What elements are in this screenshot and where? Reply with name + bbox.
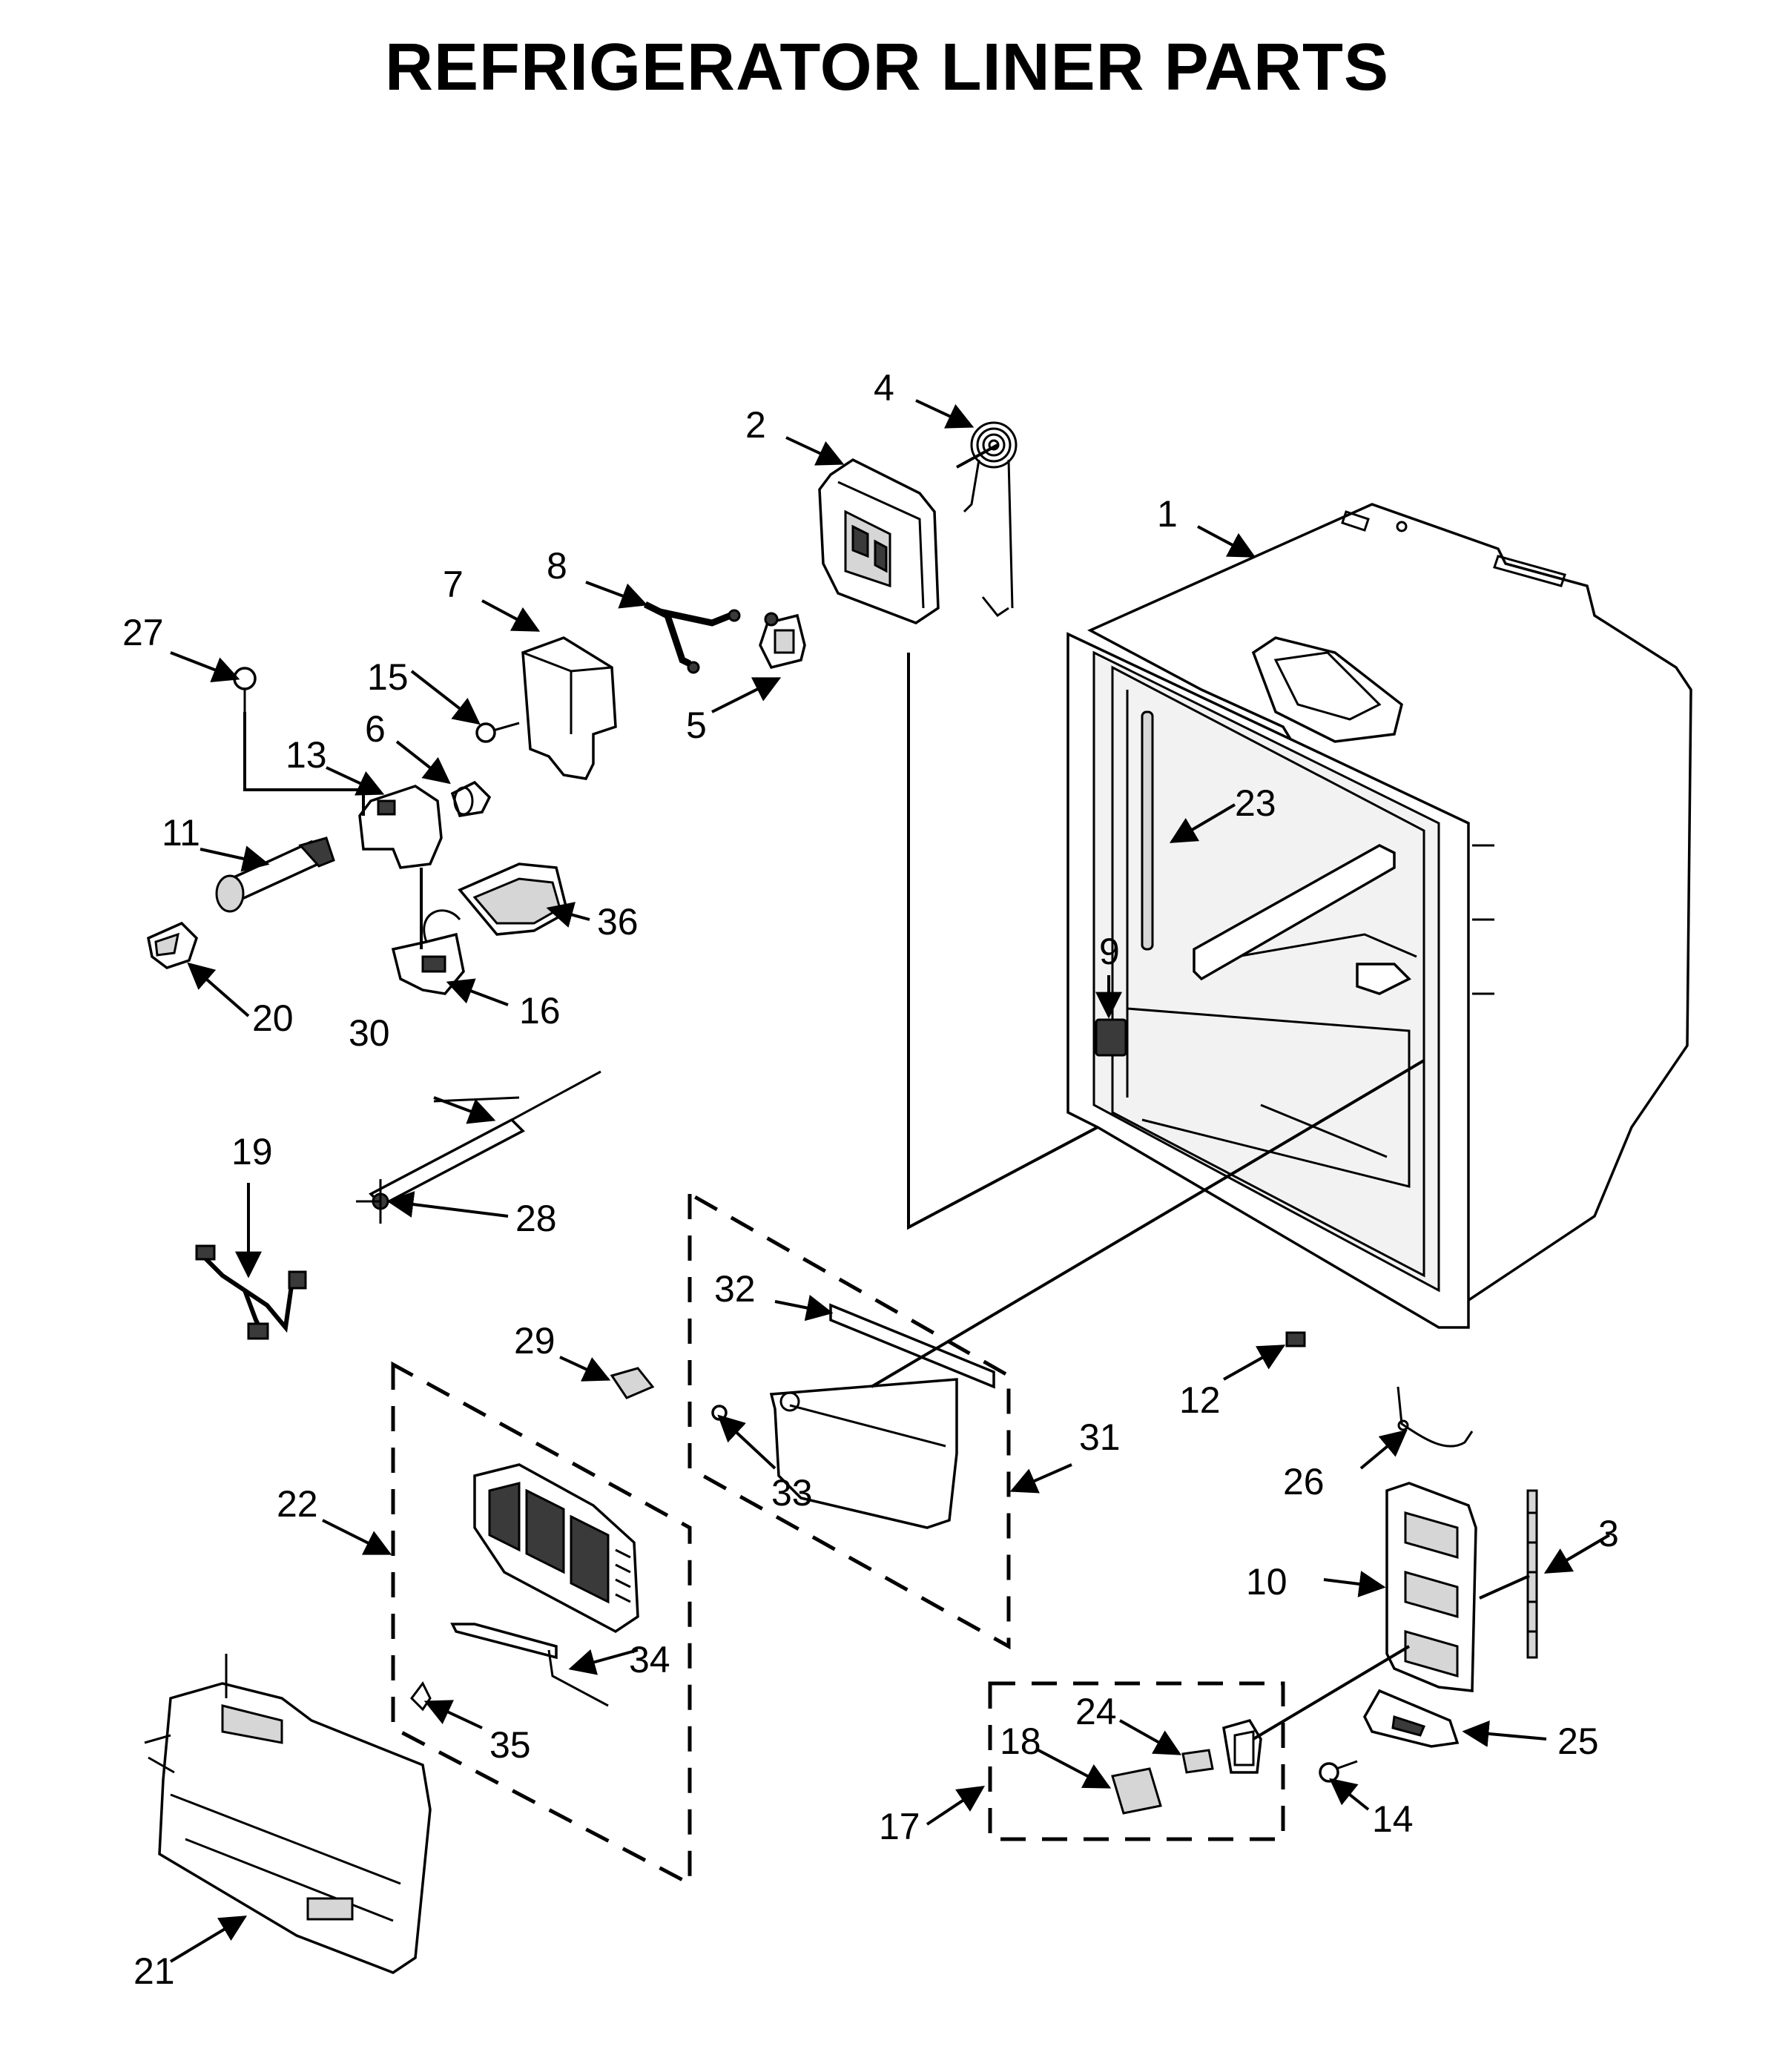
callout-10: 10 <box>1246 1561 1287 1603</box>
part-3-strip[interactable] <box>1526 1489 1538 1659</box>
part-24-pad[interactable] <box>1181 1749 1214 1774</box>
callout-7: 7 <box>443 564 464 605</box>
part-16-bracket[interactable] <box>391 909 465 995</box>
diagram-title: REFRIGERATOR LINER PARTS <box>384 30 1390 105</box>
callout-29: 29 <box>514 1320 555 1362</box>
part-32-strip[interactable] <box>829 1303 995 1389</box>
connector-lines <box>243 443 1530 1741</box>
part-29-pad[interactable] <box>610 1367 655 1399</box>
callout-28: 28 <box>515 1198 557 1239</box>
part-19-wire-harness[interactable] <box>195 1244 307 1340</box>
callout-16: 16 <box>519 990 561 1032</box>
part-15-screw[interactable] <box>475 722 520 743</box>
part-30-rod[interactable] <box>433 1096 520 1103</box>
callout-5: 5 <box>686 705 707 746</box>
part-23-rail[interactable] <box>1141 710 1154 951</box>
part-35-clip[interactable] <box>410 1681 432 1712</box>
part-27-screw[interactable] <box>233 667 257 712</box>
part-20-filter-cap[interactable] <box>147 921 199 969</box>
callout-30: 30 <box>349 1012 390 1054</box>
part-18-pad[interactable] <box>1111 1767 1162 1815</box>
part-4-thermistor[interactable] <box>963 421 1018 618</box>
callout-36: 36 <box>597 901 639 943</box>
callout-34: 34 <box>629 1639 670 1680</box>
part-11-filter[interactable] <box>215 837 335 913</box>
callout-3: 3 <box>1598 1513 1619 1554</box>
part-7-cover[interactable] <box>521 636 617 780</box>
callout-24: 24 <box>1075 1691 1117 1732</box>
part-2-control-housing[interactable] <box>818 458 940 624</box>
part-25-bracket[interactable] <box>1363 1689 1460 1748</box>
part-6-cap[interactable] <box>450 780 492 817</box>
callout-26: 26 <box>1283 1461 1325 1502</box>
callout-13: 13 <box>286 734 327 776</box>
callout-14: 14 <box>1372 1798 1414 1840</box>
part-13-filter-housing[interactable] <box>358 785 443 869</box>
callout-22: 22 <box>277 1483 318 1525</box>
part-8-wire[interactable] <box>643 601 741 674</box>
callout-12: 12 <box>1179 1379 1221 1421</box>
part-1-refrigerator-liner[interactable] <box>1066 503 1692 1329</box>
callout-11: 11 <box>162 812 200 854</box>
callout-15: 15 <box>367 656 409 698</box>
callout-21: 21 <box>133 1950 175 1992</box>
part-26-sensor-wire[interactable] <box>1397 1386 1474 1448</box>
part-34-defrost-sensor[interactable] <box>450 1623 609 1707</box>
part-14-screw[interactable] <box>1319 1760 1358 1783</box>
callout-4: 4 <box>874 367 894 409</box>
callout-9: 9 <box>1099 931 1120 972</box>
part-21-rear-cover[interactable] <box>144 1654 432 1974</box>
callout-6: 6 <box>365 708 386 750</box>
part-12-clip[interactable] <box>1285 1331 1306 1347</box>
part-10-panel[interactable] <box>1385 1482 1477 1692</box>
callout-19: 19 <box>231 1131 273 1172</box>
callout-27: 27 <box>122 612 164 653</box>
part-36-duct[interactable] <box>458 862 570 936</box>
group-box-17 <box>988 1681 1285 1841</box>
part-9-grille[interactable] <box>1095 1018 1127 1057</box>
part-5-damper-valve[interactable] <box>759 612 806 670</box>
callout-18: 18 <box>1000 1720 1041 1762</box>
leader-arrows <box>169 399 1611 1963</box>
callout-23: 23 <box>1235 782 1276 824</box>
callout-17: 17 <box>879 1806 920 1847</box>
callout-25: 25 <box>1557 1720 1599 1762</box>
part-17-filter-assembly[interactable] <box>1222 1718 1262 1774</box>
callout-35: 35 <box>489 1724 531 1766</box>
part-31-drawer-assembly[interactable] <box>769 1378 958 1529</box>
callout-33: 33 <box>771 1472 813 1514</box>
group-box-31 <box>687 1190 1011 1650</box>
callout-labels: 1 2 3 4 5 6 7 8 9 10 11 12 13 14 15 16 1… <box>122 367 1619 1992</box>
group-box-22 <box>391 1361 692 1887</box>
part-28-heater[interactable] <box>356 1070 601 1224</box>
part-22-evaporator[interactable] <box>473 1463 639 1634</box>
callout-1: 1 <box>1157 493 1178 535</box>
callout-31: 31 <box>1079 1416 1121 1458</box>
callout-20: 20 <box>252 997 294 1039</box>
callout-32: 32 <box>714 1268 756 1310</box>
callout-2: 2 <box>745 404 766 446</box>
callout-8: 8 <box>547 545 567 587</box>
